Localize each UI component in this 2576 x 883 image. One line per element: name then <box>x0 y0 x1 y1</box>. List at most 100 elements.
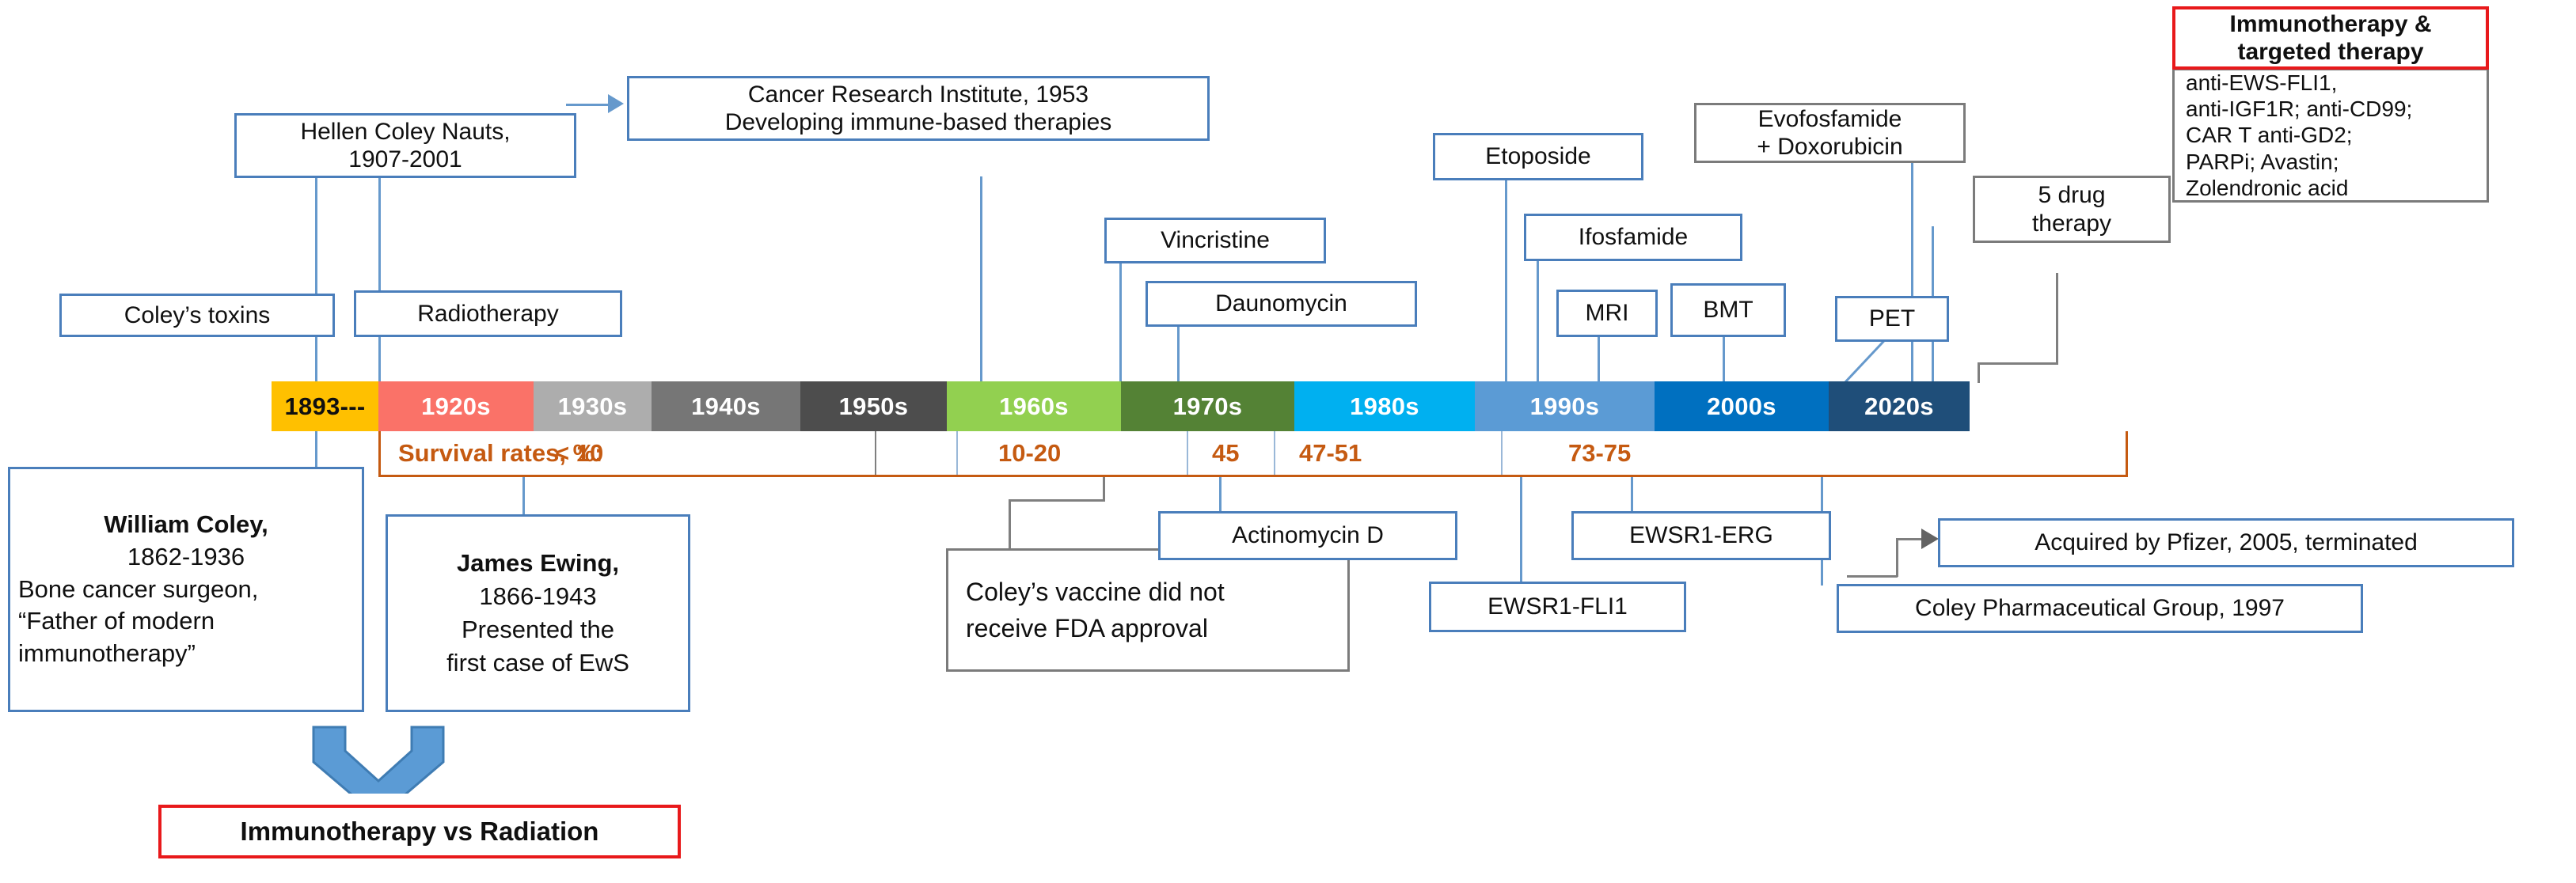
box-coley-pharmaceutical-group[interactable]: Coley Pharmaceutical Group, 1997 <box>1837 584 2363 633</box>
timeline-segment-label: 1990s <box>1529 392 1600 420</box>
survival-rate-value: 10-20 <box>998 438 1062 467</box>
evofosfamide-line1: Evofosfamide <box>1757 105 1902 132</box>
box-coleys-toxins[interactable]: Coley’s toxins <box>59 294 335 337</box>
immuno-vs-radiation-label: Immunotherapy vs Radiation <box>240 816 599 846</box>
timeline-segment-1950s[interactable]: 1950s <box>800 381 947 431</box>
immuno-title-line2: targeted therapy <box>2237 39 2424 65</box>
nauts-line2: 1907-2001 <box>348 146 462 172</box>
timeline-segment-label: 1893--- <box>284 392 366 420</box>
timeline-segment-label: 1980s <box>1350 392 1419 420</box>
survival-divider-5 <box>1501 431 1503 475</box>
timeline-segment-label: 1970s <box>1172 392 1243 420</box>
timeline-segment-2020s[interactable]: 2020s <box>1829 381 1970 431</box>
vincristine-label: Vincristine <box>1161 227 1270 254</box>
box-pet[interactable]: PET <box>1835 296 1949 342</box>
timeline-segment-1960s[interactable]: 1960s <box>947 381 1121 431</box>
connector-cri <box>980 176 982 382</box>
james-ewing-line2: 1866-1943 <box>479 582 597 611</box>
immuno-list-line3: CAR T anti-GD2; <box>2186 123 2353 148</box>
box-ewsr1-erg[interactable]: EWSR1-ERG <box>1571 511 1831 560</box>
box-william-coley[interactable]: William Coley, 1862-1936 Bone cancer sur… <box>8 467 364 712</box>
timeline-segment-1980s[interactable]: 1980s <box>1294 381 1475 431</box>
box-daunomycin[interactable]: Daunomycin <box>1146 281 1417 327</box>
connector-pfizer-v <box>1896 538 1898 577</box>
box-immunotherapy-vs-radiation[interactable]: Immunotherapy vs Radiation <box>158 805 681 858</box>
timeline-segment-1970s[interactable]: 1970s <box>1121 381 1294 431</box>
five-drug-line1: 5 drug <box>2038 182 2106 209</box>
box-mri[interactable]: MRI <box>1556 290 1658 337</box>
connector-james-ewing <box>522 477 525 516</box>
connector-immuno-vertical <box>2056 273 2058 364</box>
connector-nauts-to-cri <box>566 104 620 106</box>
coley-pharma-label: Coley Pharmaceutical Group, 1997 <box>1915 595 2285 622</box>
cri-line2: Developing immune-based therapies <box>724 109 1112 135</box>
box-acquired-by-pfizer[interactable]: Acquired by Pfizer, 2005, terminated <box>1938 518 2514 567</box>
connector-evofosfamide <box>1911 163 1913 382</box>
box-immunotherapy-targeted-title[interactable]: Immunotherapy & targeted therapy <box>2172 6 2489 70</box>
immuno-list-line2: anti-IGF1R; anti-CD99; <box>2186 97 2413 122</box>
connector-daunomycin <box>1177 327 1180 382</box>
survival-rate-value: 73-75 <box>1568 438 1632 467</box>
timeline-segment-label: 1940s <box>691 392 761 420</box>
connector-mri <box>1598 337 1600 382</box>
survival-rates-label: Survival rates, %: <box>398 438 603 467</box>
timeline-bar: 1893--- 1920s 1930s 1940s 1950s 1960s 1970s 198… <box>272 381 2128 431</box>
timeline-segment-2000s[interactable]: 2000s <box>1655 381 1829 431</box>
timeline-segment-label: 1950s <box>838 392 909 420</box>
box-actinomycin-d[interactable]: Actinomycin D <box>1158 511 1457 560</box>
immuno-title-line1: Immunotherapy & <box>2229 10 2432 37</box>
connector-coley-pharma <box>1821 431 1823 586</box>
connector-immuno-horizontal <box>1978 362 2058 365</box>
pet-label: PET <box>1868 305 1916 332</box>
timeline-segment-label: 2020s <box>1864 392 1934 420</box>
actinomycin-label: Actinomycin D <box>1232 522 1384 549</box>
immuno-list-line1: anti-EWS-FLI1, <box>2186 70 2338 96</box>
box-vincristine[interactable]: Vincristine <box>1104 218 1326 263</box>
connector-william-coley <box>315 431 317 467</box>
william-coley-line4: “Father of modern <box>18 607 215 635</box>
timeline-segment-1920s[interactable]: 1920s <box>378 381 534 431</box>
survival-divider-2 <box>956 431 958 475</box>
connector-radiotherapy <box>378 178 381 382</box>
box-immunotherapy-targeted-list[interactable]: anti-EWS-FLI1, anti-IGF1R; anti-CD99; CA… <box>2172 68 2489 203</box>
james-ewing-line3: Presented the <box>461 616 615 643</box>
box-radiotherapy[interactable]: Radiotherapy <box>354 290 622 337</box>
etoposide-label: Etoposide <box>1485 143 1591 170</box>
survival-rate-value: 47-51 <box>1299 438 1362 467</box>
box-bmt[interactable]: BMT <box>1670 283 1786 337</box>
connector-pfizer-h2 <box>1896 538 1924 540</box>
connector-vincristine <box>1119 263 1122 382</box>
timeline-segment-label: 1930s <box>557 392 628 420</box>
survival-divider-4 <box>1274 431 1275 475</box>
cri-line1: Cancer Research Institute, 1953 <box>747 81 1089 108</box>
connector-coleys-vaccine-down <box>1009 499 1011 549</box>
ewsr1-erg-label: EWSR1-ERG <box>1629 522 1773 549</box>
bmt-label: BMT <box>1703 297 1753 324</box>
timeline-segment-1893[interactable]: 1893--- <box>272 381 378 431</box>
timeline-segment-1940s[interactable]: 1940s <box>652 381 800 431</box>
connector-bmt <box>1723 337 1725 382</box>
box-james-ewing[interactable]: James Ewing, 1866-1943 Presented the fir… <box>386 514 690 712</box>
box-cancer-research-institute[interactable]: Cancer Research Institute, 1953 Developi… <box>627 76 1210 141</box>
box-5-drug-therapy[interactable]: 5 drug therapy <box>1973 176 2171 243</box>
william-coley-line5: immunotherapy” <box>18 639 196 668</box>
box-coleys-vaccine[interactable]: Coley’s vaccine did not receive FDA appr… <box>946 548 1350 672</box>
timeline-segment-label: 1960s <box>999 392 1069 420</box>
connector-ifosfamide <box>1537 261 1539 382</box>
box-evofosfamide-doxorubicin[interactable]: Evofosfamide + Doxorubicin <box>1694 103 1966 163</box>
timeline-segment-1990s[interactable]: 1990s <box>1475 381 1655 431</box>
immuno-list-line5: Zolendronic acid <box>2186 175 2349 200</box>
timeline-segment-label: 1920s <box>421 392 491 420</box>
connector-pfizer-h1 <box>1847 575 1898 578</box>
nauts-line1: Hellen Coley Nauts, <box>300 118 511 145</box>
survival-rate-value: 45 <box>1212 438 1240 467</box>
radiotherapy-label: Radiotherapy <box>417 300 559 327</box>
box-ifosfamide[interactable]: Ifosfamide <box>1524 214 1742 261</box>
arrowhead-pfizer <box>1921 529 1939 549</box>
box-etoposide[interactable]: Etoposide <box>1433 133 1643 180</box>
box-hellen-coley-nauts[interactable]: Hellen Coley Nauts, 1907-2001 <box>234 113 576 178</box>
box-ewsr1-fli1[interactable]: EWSR1-FLI1 <box>1429 582 1686 632</box>
connector-ewsr1-fli1 <box>1520 431 1522 583</box>
timeline-segment-1930s[interactable]: 1930s <box>534 381 652 431</box>
